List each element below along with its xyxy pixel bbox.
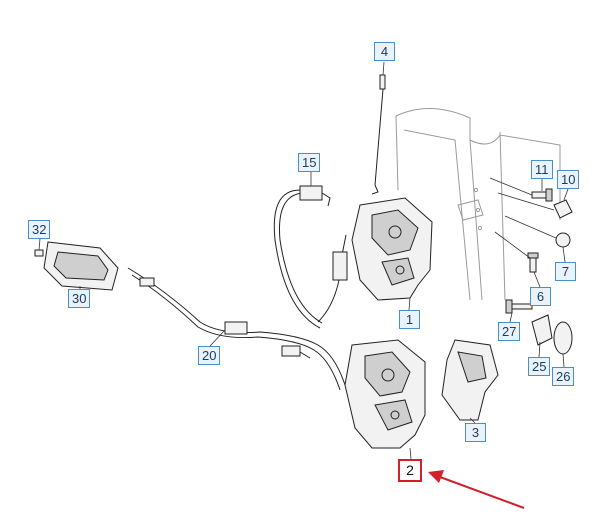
door-frame-outline xyxy=(395,107,561,301)
callout-25: 25 xyxy=(528,357,551,376)
part-25-plate xyxy=(531,314,553,346)
part-6-bolt xyxy=(494,231,539,273)
callout-10: 10 xyxy=(557,170,580,189)
callout-2-highlighted: 2 xyxy=(398,459,422,482)
part-4-rod xyxy=(371,74,386,195)
part-32-clip xyxy=(34,249,44,257)
part-15-cable xyxy=(273,185,348,329)
part-11-bolt xyxy=(489,177,553,202)
callout-11: 11 xyxy=(531,160,553,179)
callout-32: 32 xyxy=(28,220,51,239)
callout-3: 3 xyxy=(465,423,486,442)
part-10-cap xyxy=(497,192,573,219)
part-7-plug xyxy=(504,215,571,248)
callout-7: 7 xyxy=(555,262,576,281)
callout-20: 20 xyxy=(198,346,221,365)
part-27-pin xyxy=(505,299,533,314)
callout-1: 1 xyxy=(399,310,420,329)
callout-15: 15 xyxy=(298,153,321,172)
part-30-handle xyxy=(43,241,119,291)
callout-30: 30 xyxy=(68,289,91,308)
callout-27: 27 xyxy=(498,322,521,341)
callout-leaders xyxy=(38,61,569,460)
callout-4: 4 xyxy=(374,42,395,61)
part-3-bracket xyxy=(441,339,499,421)
part-26-cover xyxy=(553,321,573,355)
highlight-arrow xyxy=(428,470,525,509)
callout-6: 6 xyxy=(530,287,551,306)
part-1-upper-latch xyxy=(351,197,433,301)
part-2-lower-latch xyxy=(344,339,426,449)
part-20-cable xyxy=(127,267,346,391)
callout-26: 26 xyxy=(552,367,575,386)
